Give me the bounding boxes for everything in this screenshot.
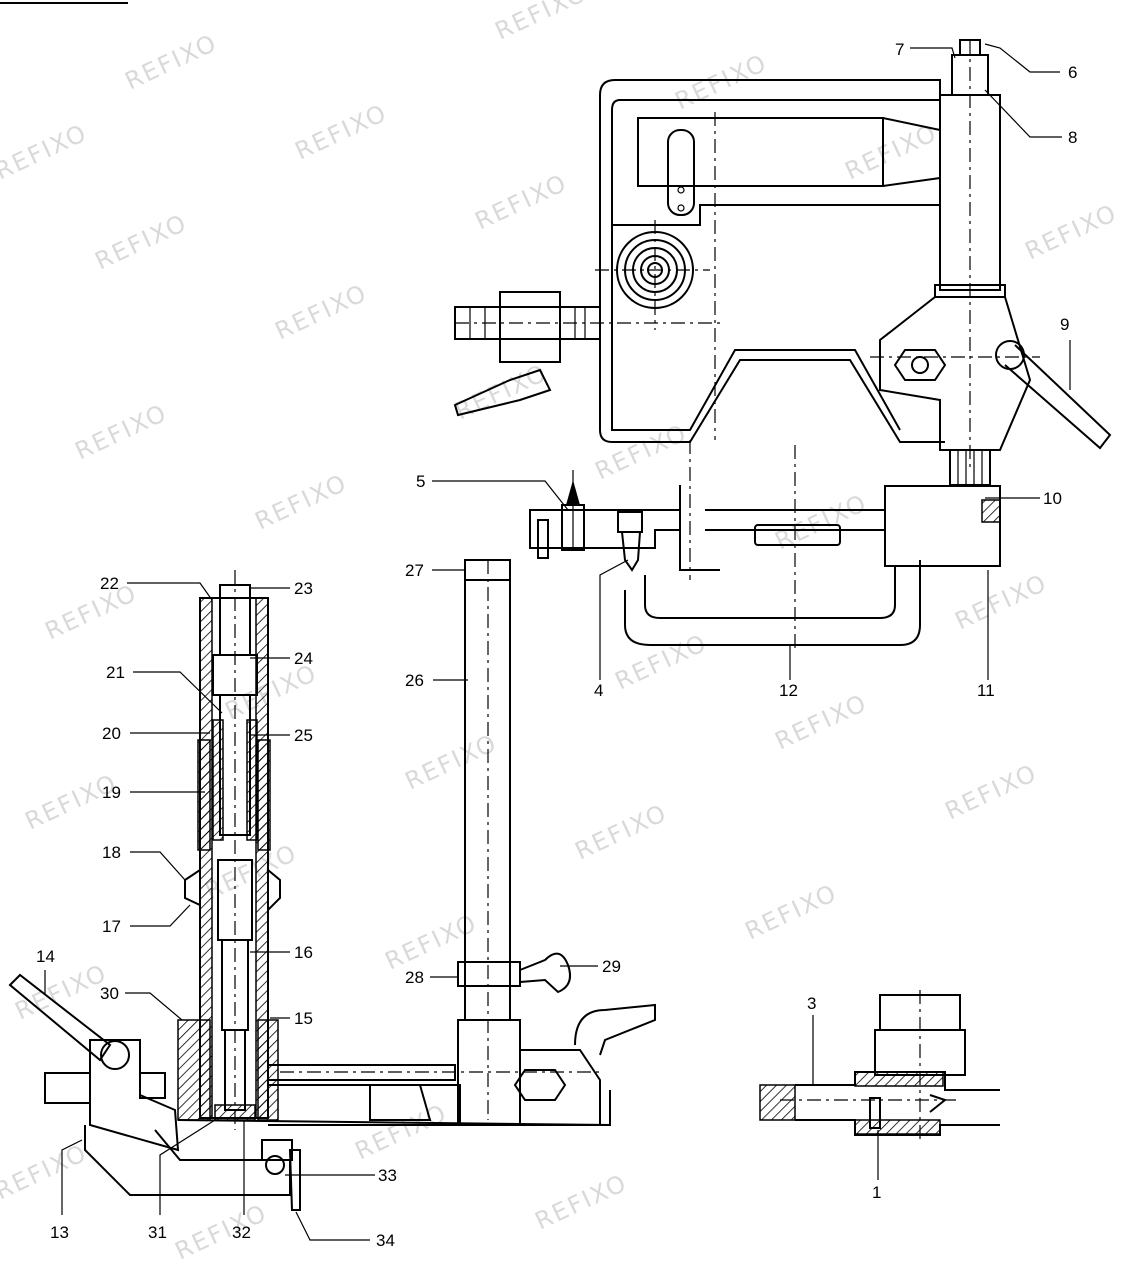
watermark-text: REFIXO <box>251 468 352 535</box>
callout-4: 4 <box>594 681 603 700</box>
watermark-text: REFIXO <box>71 398 172 465</box>
callout-6: 6 <box>1068 63 1077 82</box>
callout-16: 16 <box>294 943 313 962</box>
callout-24: 24 <box>294 649 313 668</box>
watermark-text: REFIXO <box>611 628 712 695</box>
callout-3: 3 <box>807 994 816 1013</box>
callout-23: 23 <box>294 579 313 598</box>
callout-21: 21 <box>106 663 125 682</box>
callout-25: 25 <box>294 726 313 745</box>
callout-13: 13 <box>50 1223 69 1242</box>
callout-5: 5 <box>416 472 425 491</box>
callout-27: 27 <box>405 561 424 580</box>
callout-1: 1 <box>872 1183 881 1202</box>
watermark-text: REFIXO <box>531 1168 632 1235</box>
callout-19: 19 <box>102 783 121 802</box>
watermark-text: REFIXO <box>271 278 372 345</box>
watermark-text: REFIXO <box>571 798 672 865</box>
callout-22: 22 <box>100 574 119 593</box>
callout-18: 18 <box>102 843 121 862</box>
callout-15: 15 <box>294 1009 313 1028</box>
callout-12: 12 <box>779 681 798 700</box>
callout-28: 28 <box>405 968 424 987</box>
drill-head-assembly <box>453 39 1112 650</box>
callout-labels: 7 6 8 9 10 11 12 4 5 27 26 28 29 22 23 2… <box>36 40 1077 1250</box>
callout-10: 10 <box>1043 489 1062 508</box>
watermark-text: REFIXO <box>841 118 942 185</box>
callout-29: 29 <box>602 957 621 976</box>
watermark-text: REFIXO <box>171 1198 272 1265</box>
callout-14: 14 <box>36 947 55 966</box>
watermark-text: REFIXO <box>221 658 322 725</box>
detail-view <box>759 990 1000 1140</box>
callout-26: 26 <box>405 671 424 690</box>
callout-30: 30 <box>100 984 119 1003</box>
callout-9: 9 <box>1060 315 1069 334</box>
stand-assembly <box>8 559 656 1211</box>
watermark-text: REFIXO <box>591 418 692 485</box>
watermark-text: REFIXO <box>121 28 222 95</box>
watermark-text: REFIXO <box>0 1138 92 1205</box>
callout-34: 34 <box>376 1231 395 1250</box>
callout-31: 31 <box>148 1223 167 1242</box>
watermark-text: REFIXO <box>351 1098 452 1165</box>
watermark-text: REFIXO <box>951 568 1052 635</box>
callout-11: 11 <box>977 681 995 700</box>
watermark-text: REFIXO <box>471 168 572 235</box>
watermark-text: REFIXO <box>91 208 192 275</box>
watermark-text: REFIXO <box>741 878 842 945</box>
watermark-text: REFIXO <box>381 908 482 975</box>
watermark-text: REFIXO <box>0 118 92 185</box>
watermark-text: REFIXO <box>291 98 392 165</box>
watermark-text: REFIXO <box>41 578 142 645</box>
watermark-text: REFIXO <box>451 358 552 425</box>
watermark-text: REFIXO <box>1021 198 1122 265</box>
watermark-text: REFIXO <box>401 728 502 795</box>
callout-8: 8 <box>1068 128 1077 147</box>
leader-lines <box>44 43 1071 1241</box>
callout-17: 17 <box>102 917 121 936</box>
callout-32: 32 <box>232 1223 251 1242</box>
watermark-text: REFIXO <box>941 758 1042 825</box>
watermark-text: REFIXO <box>11 958 112 1025</box>
callout-33: 33 <box>378 1166 397 1185</box>
watermark-text: REFIXO <box>671 48 772 115</box>
callout-7: 7 <box>895 40 904 59</box>
watermark-text: REFIXO <box>491 0 592 45</box>
callout-20: 20 <box>102 724 121 743</box>
